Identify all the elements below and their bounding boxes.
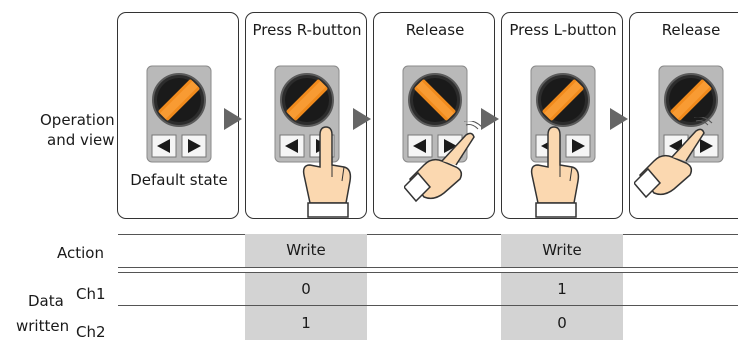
operation-panel: Default state bbox=[117, 12, 239, 219]
panel-caption: Default state bbox=[118, 171, 240, 189]
data-label-line1: Data bbox=[28, 291, 64, 311]
ch1-cell: 0 bbox=[245, 273, 367, 305]
data-mid-divider bbox=[118, 305, 738, 306]
step-arrow-icon bbox=[610, 108, 628, 130]
ch2-label: Ch2 bbox=[76, 322, 106, 342]
pointing-hand-icon bbox=[634, 117, 714, 217]
panel-title: Press L-button bbox=[502, 21, 624, 39]
operation-panel: Release bbox=[373, 12, 495, 219]
action-cell: Write bbox=[501, 234, 623, 267]
pointing-hand-icon bbox=[404, 121, 484, 221]
data-top-divider bbox=[118, 272, 738, 273]
ch1-cell: 1 bbox=[501, 273, 623, 305]
action-label: Action bbox=[57, 243, 104, 263]
ch2-cell: 1 bbox=[245, 306, 367, 340]
ch1-label: Ch1 bbox=[76, 284, 106, 304]
action-bottom-divider bbox=[118, 267, 738, 268]
step-arrow-icon bbox=[481, 108, 499, 130]
selector-switch-icon bbox=[146, 65, 212, 167]
pointing-hand-icon bbox=[520, 125, 600, 225]
panel-title: Release bbox=[374, 21, 496, 39]
operation-panel: Press R-button bbox=[245, 12, 367, 219]
action-cell: Write bbox=[245, 234, 367, 267]
data-label-line2: written bbox=[16, 316, 69, 336]
ch2-cell: 0 bbox=[501, 306, 623, 340]
operation-panel: Press L-button bbox=[501, 12, 623, 219]
operation-panel: Release bbox=[629, 12, 738, 219]
operation-label-line1: Operation bbox=[40, 110, 115, 130]
pointing-hand-icon bbox=[292, 125, 372, 225]
panel-title: Press R-button bbox=[246, 21, 368, 39]
step-arrow-icon bbox=[353, 108, 371, 130]
action-top-divider bbox=[118, 234, 738, 235]
step-arrow-icon bbox=[224, 108, 242, 130]
operation-label-line2: and view bbox=[47, 130, 115, 150]
panel-title: Release bbox=[630, 21, 738, 39]
